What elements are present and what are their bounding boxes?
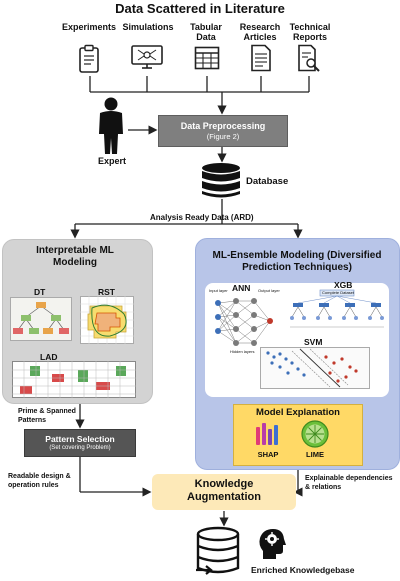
- dt-label: DT: [34, 287, 46, 297]
- xgb-label: XGB: [334, 280, 353, 290]
- ann-network-thumbnail: [215, 298, 273, 346]
- svm-thumbnail: [260, 347, 370, 389]
- model-explanation-box: [233, 404, 363, 466]
- data-preprocessing-box: Data Preprocessing (Figure 2): [158, 115, 288, 147]
- readable-rules-label: Readable design & operation rules: [8, 473, 71, 489]
- source-label-technical-reports: Technical Reports: [289, 22, 331, 42]
- ard-label: Analysis Ready Data (ARD): [150, 213, 254, 222]
- source-label-simulations: Simulations: [122, 22, 174, 32]
- knowledgebase-database-icon: [196, 526, 240, 575]
- shap-logo-icon: [256, 423, 278, 445]
- diagram-title: Data Scattered in Literature: [115, 1, 285, 16]
- knowledge-augmentation-label: Knowledge Augmentation: [187, 478, 261, 503]
- source-label-experiments: Experiments: [62, 22, 117, 32]
- table-icon: [194, 46, 220, 70]
- data-preprocessing-subtitle: (Figure 2): [206, 132, 240, 141]
- ml-ensemble-title: ML-Ensemble Modeling (Diversified Predic…: [212, 250, 382, 273]
- pattern-selection-box: Pattern Selection (Set covering Problem): [24, 429, 136, 457]
- article-icon: [251, 44, 271, 72]
- lad-table-thumbnail: [12, 361, 136, 398]
- interpretable-ml-title: Interpretable ML Modeling: [36, 245, 114, 268]
- xgb-trees-thumbnail: [290, 289, 384, 328]
- report-magnifier-icon: [298, 44, 320, 72]
- pattern-selection-subtitle: (Set covering Problem): [49, 445, 111, 451]
- lime-logo-icon: [301, 420, 329, 448]
- explainable-dependencies-label: Explainable dependencies & relations: [305, 475, 393, 491]
- expert-person-icon: [99, 97, 123, 154]
- brain-head-gear-icon: [259, 529, 286, 559]
- enriched-knowledgebase-label: Enriched Knowledgebase: [251, 565, 355, 575]
- prime-spanned-label: Prime & Spanned Patterns: [18, 408, 76, 424]
- lad-label: LAD: [40, 352, 58, 362]
- ann-input-label: Input layer: [209, 288, 228, 293]
- rough-set-thumbnail: [80, 296, 134, 344]
- ann-hidden-label: Hidden layers: [230, 349, 255, 354]
- database-label: Database: [246, 176, 289, 187]
- database-icon: [202, 163, 240, 198]
- decision-tree-thumbnail: [10, 297, 72, 341]
- source-label-tabular-data: Tabular Data: [190, 22, 222, 42]
- svm-label: SVM: [304, 337, 323, 347]
- ann-label: ANN: [232, 283, 251, 293]
- xgb-dataset-label: Complete Dataset: [322, 290, 355, 295]
- model-explanation-title: Model Explanation: [256, 407, 340, 418]
- expert-label: Expert: [97, 156, 126, 166]
- clipboard-icon: [79, 44, 99, 73]
- monitor-simulation-icon: [131, 45, 163, 69]
- lime-label: LIME: [306, 450, 324, 459]
- pattern-selection-title: Pattern Selection: [45, 434, 115, 444]
- data-preprocessing-title: Data Preprocessing: [180, 121, 266, 131]
- rst-label: RST: [98, 287, 115, 297]
- shap-label: SHAP: [257, 450, 279, 459]
- knowledge-augmentation-box: Knowledge Augmentation: [152, 474, 296, 510]
- source-label-research-articles: Research Articles: [239, 22, 281, 42]
- ann-output-label: Output layer: [258, 288, 280, 293]
